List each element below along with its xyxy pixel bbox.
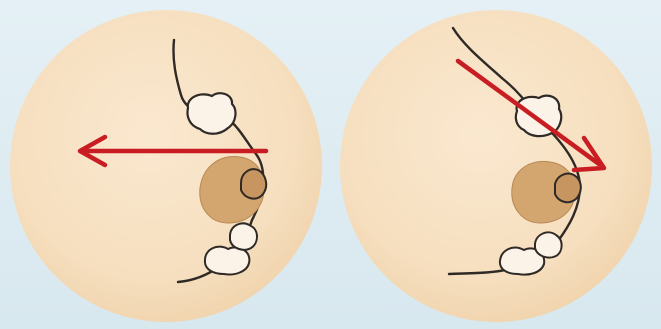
left-lower-tooth-1: [205, 247, 249, 275]
left-panel: [10, 10, 322, 322]
left-panel-circle: [10, 10, 322, 322]
left-lower-tooth-2: [230, 223, 257, 249]
right-lesion-inner: [555, 174, 581, 203]
left-upper-tooth: [188, 93, 236, 134]
left-lesion-inner: [241, 169, 266, 198]
right-panel: [340, 10, 652, 322]
right-lower-tooth-2: [535, 232, 562, 257]
